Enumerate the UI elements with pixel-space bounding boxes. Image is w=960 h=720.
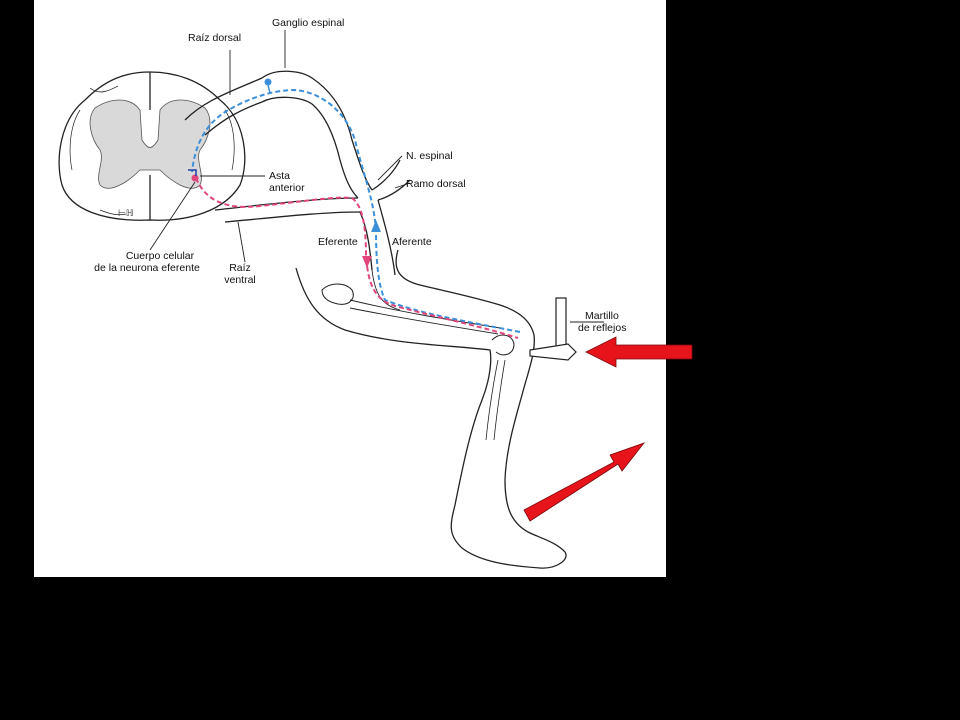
afferent-pathway	[191, 88, 521, 333]
label-aferente: Aferente	[392, 236, 432, 248]
label-martillo-line2: de reflejos	[578, 322, 627, 334]
red-arrow-icon	[523, 336, 693, 522]
label-asta-anterior-line2: anterior	[269, 182, 305, 194]
label-raiz-ventral-line2: ventral	[224, 274, 256, 286]
efferent-neuron-outline	[188, 169, 197, 176]
label-eferente: Eferente	[318, 236, 358, 248]
efferent-pathway	[195, 177, 519, 339]
efferent-arrowhead	[362, 256, 372, 268]
leg-outline	[295, 249, 567, 569]
leg-kick-arrow	[523, 442, 646, 522]
ganglion-cell-body	[264, 78, 272, 86]
spinal-cord-section: ⊢ℍ	[58, 71, 246, 221]
label-ramo-dorsal: Ramo dorsal	[406, 178, 466, 190]
label-ganglio-espinal: Ganglio espinal	[272, 17, 345, 29]
label-asta-anterior-line1: Asta	[269, 170, 291, 182]
afferent-arrowhead	[371, 220, 381, 232]
reflex-hammer-icon	[529, 297, 604, 361]
label-cuerpo-celular-line1: Cuerpo celular	[125, 250, 195, 262]
label-raiz-dorsal: Raíz dorsal	[188, 32, 242, 44]
nerve-outline	[184, 30, 411, 276]
leader-lines	[149, 155, 411, 263]
label-n-espinal: N. espinal	[406, 150, 453, 162]
hammer-strike-arrow	[585, 336, 693, 368]
label-martillo-line1: Martillo	[585, 310, 619, 322]
ganglion-cell-stem	[267, 84, 271, 94]
label-cuerpo-celular-line2: de la neurona eferente	[94, 262, 200, 274]
efferent-neuron-body	[191, 174, 199, 182]
label-raiz-ventral-line1: Raíz	[229, 262, 251, 274]
svg-text:⊢ℍ: ⊢ℍ	[118, 208, 134, 218]
